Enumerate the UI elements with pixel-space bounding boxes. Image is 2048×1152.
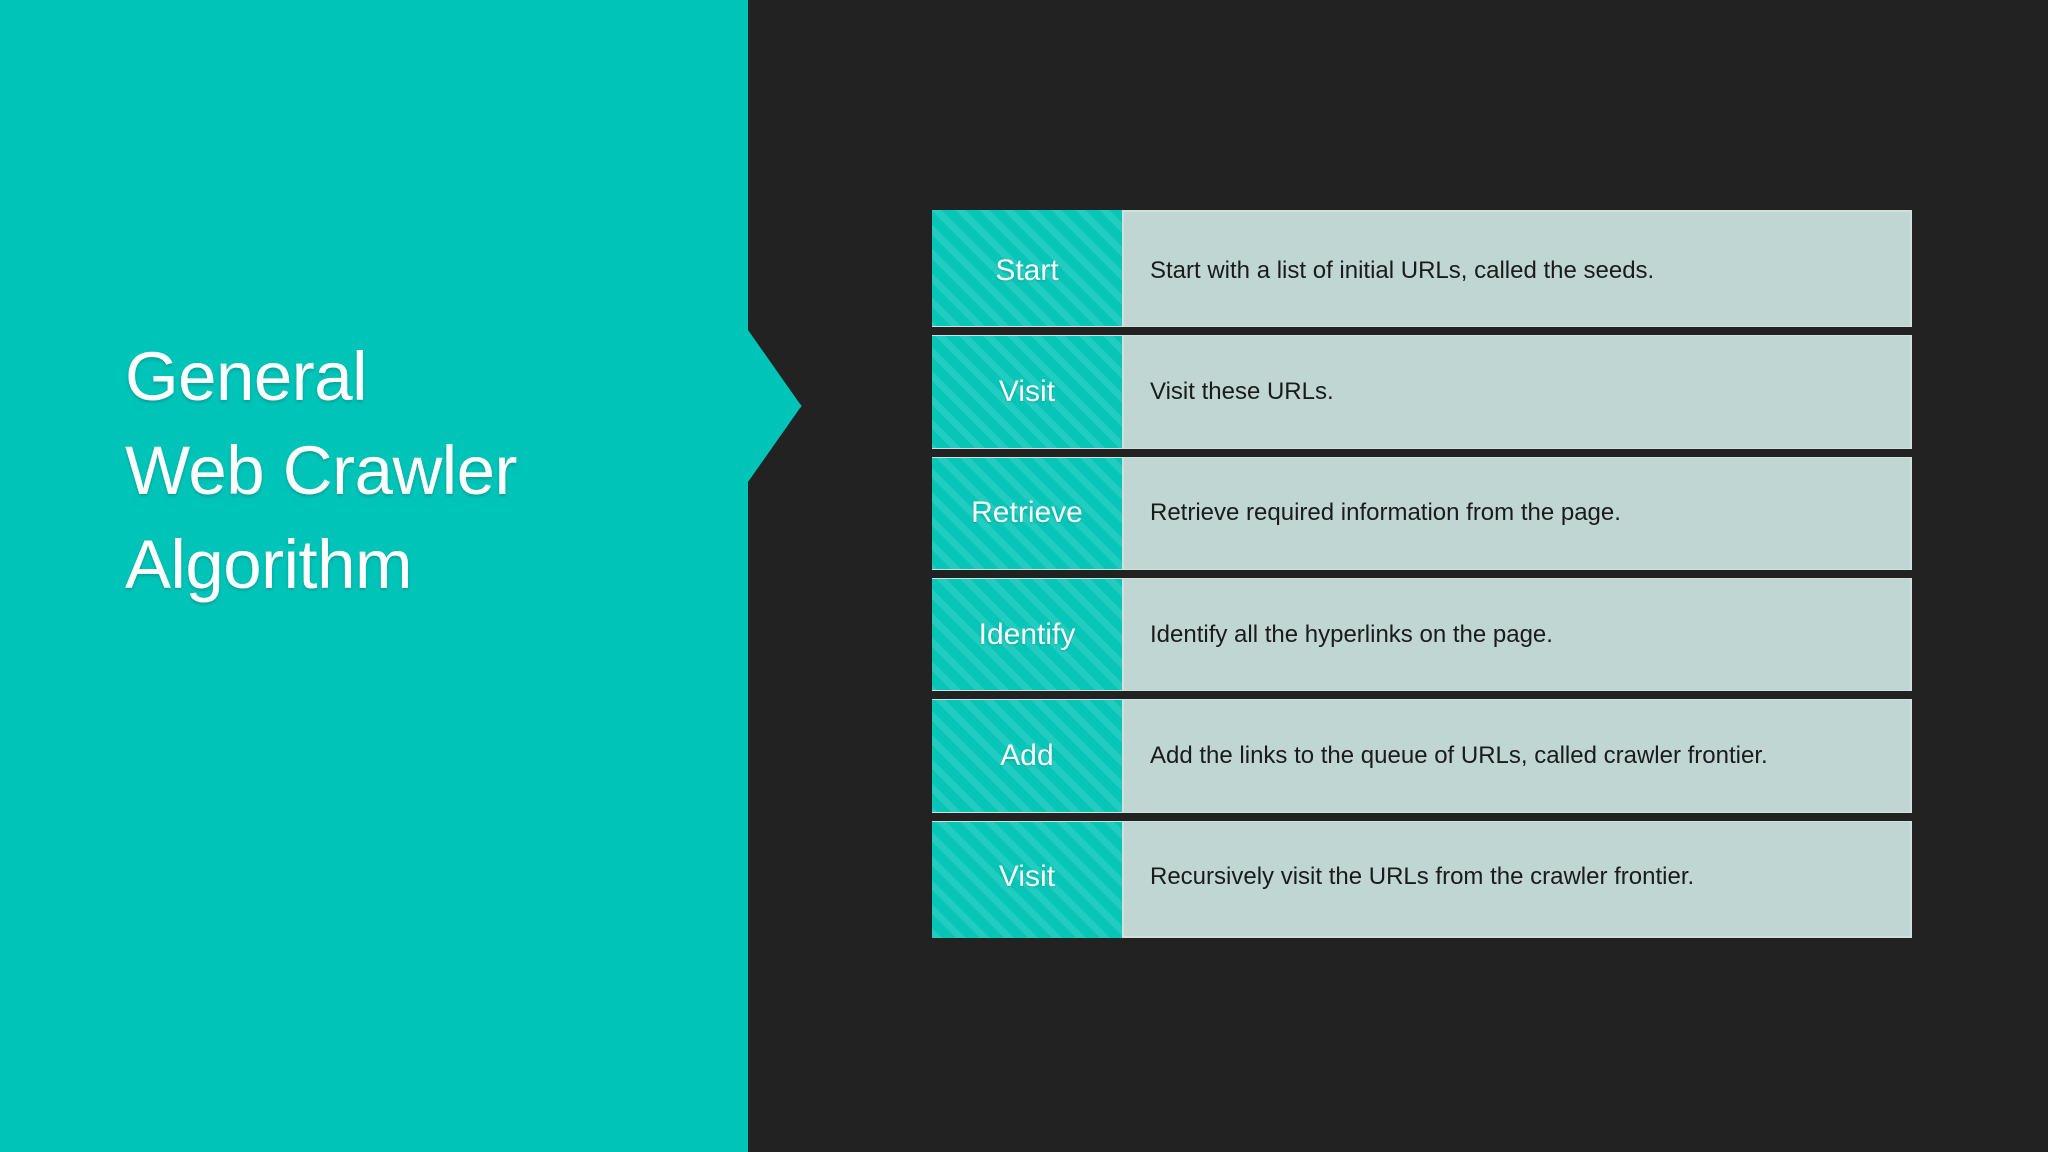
page-title: General Web Crawler Algorithm [125, 330, 725, 612]
step-label-cell: Identify [932, 573, 1122, 696]
step-label-cell: Add [932, 695, 1122, 817]
table-row: Retrieve Retrieve required information f… [932, 447, 1912, 574]
step-description-cell: Recursively visit the URLs from the craw… [1122, 816, 1912, 938]
right-chevron-arrow-icon [748, 330, 804, 482]
step-description-cell: Add the links to the queue of URLs, call… [1122, 695, 1912, 817]
step-label-cell: Retrieve [932, 452, 1122, 574]
step-label-cell: Visit [932, 816, 1122, 938]
step-description-cell: Identify all the hyperlinks on the page. [1122, 573, 1912, 696]
step-label-text: Visit [998, 860, 1056, 894]
step-description-text: Visit these URLs. [1150, 377, 1334, 405]
step-description-text: Retrieve required information from the p… [1150, 499, 1621, 527]
step-description-text: Recursively visit the URLs from the craw… [1150, 863, 1695, 891]
table-row: Identify Identify all the hyperlinks on … [932, 568, 1912, 696]
step-description-text: Identify all the hyperlinks on the page. [1150, 620, 1553, 648]
step-description-text: Start with a list of initial URLs, calle… [1150, 256, 1655, 284]
step-label-text: Add [1000, 738, 1054, 772]
step-description-cell: Start with a list of initial URLs, calle… [1122, 210, 1912, 332]
step-description-cell: Retrieve required information from the p… [1122, 452, 1912, 574]
step-label-text: Visit [998, 374, 1056, 408]
table-row: Visit Recursively visit the URLs from th… [932, 811, 1912, 938]
step-label-cell: Start [932, 210, 1122, 332]
step-label-cell: Visit [932, 331, 1122, 453]
table-row: Start Start with a list of initial URLs,… [932, 210, 1912, 332]
table-row: Visit Visit these URLs. [932, 326, 1912, 453]
algorithm-steps-table: Start Start with a list of initial URLs,… [932, 210, 1912, 938]
left-accent-panel [0, 0, 748, 1152]
step-description-cell: Visit these URLs. [1122, 331, 1912, 453]
table-row: Add Add the links to the queue of URLs, … [932, 690, 1912, 817]
step-label-text: Retrieve [971, 496, 1083, 530]
page-title-line-3: Algorithm [125, 526, 412, 603]
step-label-text: Start [995, 253, 1059, 287]
step-label-text: Identify [978, 617, 1076, 651]
step-description-text: Add the links to the queue of URLs, call… [1150, 741, 1768, 769]
page-title-line-1: General [125, 338, 367, 415]
page-title-line-2: Web Crawler [125, 432, 518, 509]
